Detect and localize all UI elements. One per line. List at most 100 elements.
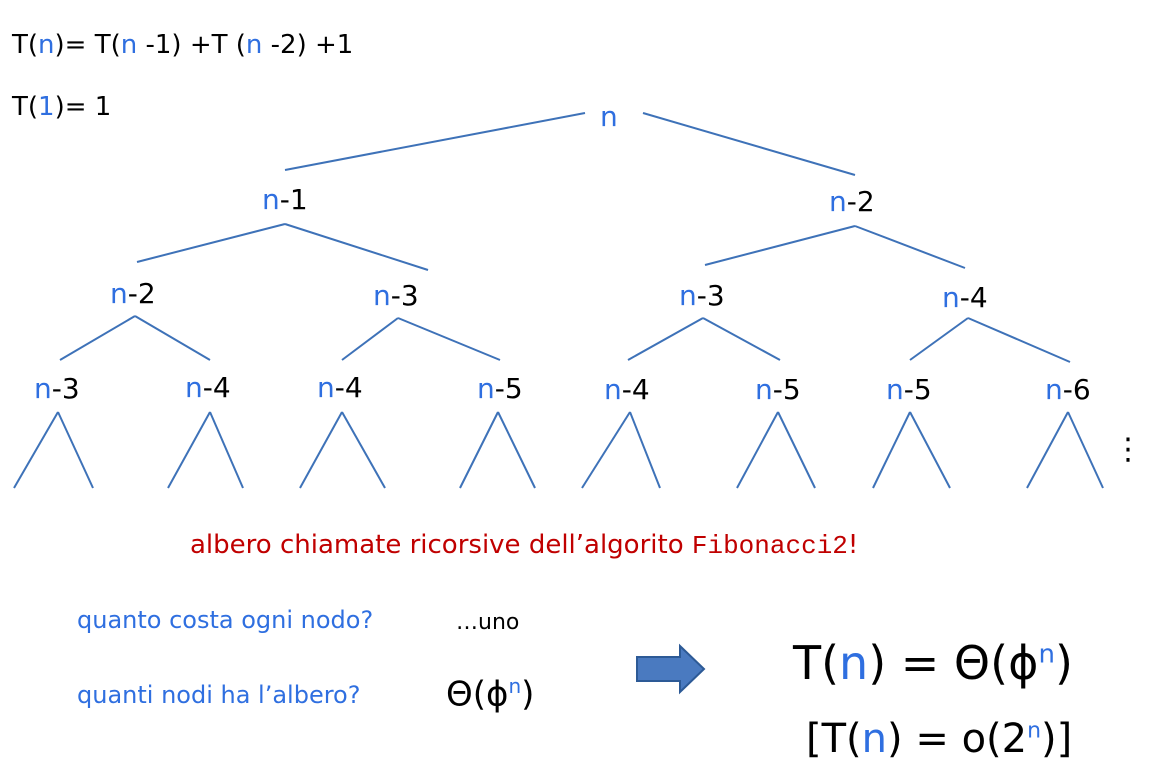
rec-text: )= T(: [54, 30, 121, 60]
recurrence-equation: T(n)= T(n -1) +T (n -2) +1: [12, 30, 353, 60]
node-offset: -2: [846, 185, 875, 218]
rec-var: n: [245, 30, 263, 60]
result-little-o: [T(n) = o(2n)]: [806, 716, 1072, 762]
tree-edge: [777, 411, 816, 489]
question-nodes: quanti nodi ha l’albero?: [77, 681, 361, 709]
tree-node-l1: n-1: [262, 183, 308, 216]
tree-edge: [209, 411, 244, 489]
tree-caption: albero chiamate ricorsive dell’algorito …: [190, 530, 858, 561]
tree-edge: [341, 411, 386, 489]
tree-node-r3c: n-5: [886, 373, 932, 406]
node-var: n: [317, 371, 335, 404]
tree-edge: [284, 112, 586, 171]
tree-edge: [134, 315, 211, 361]
node-offset: -5: [494, 372, 523, 405]
result-text: )]: [1041, 716, 1073, 762]
tree-edges: [13, 112, 1104, 489]
rec-text: -2) +1: [262, 30, 354, 60]
result-text: ): [1054, 636, 1073, 690]
tree-edge: [1067, 411, 1104, 489]
tree-edge: [1026, 411, 1069, 489]
node-var: n: [110, 277, 128, 310]
tree-node-r3a: n-4: [604, 373, 650, 406]
tree-edge: [704, 225, 856, 266]
tree-edge: [13, 411, 59, 489]
node-offset: -4: [202, 371, 231, 404]
node-var: n: [185, 371, 203, 404]
node-offset: -4: [334, 371, 363, 404]
tree-edge: [854, 225, 966, 269]
node-var: n: [755, 373, 773, 406]
node-var: n: [604, 373, 622, 406]
tree-node-l2a: n-2: [110, 277, 156, 310]
tree-node-r3b: n-5: [755, 373, 801, 406]
node-offset: -5: [772, 373, 801, 406]
node-var: n: [600, 100, 618, 133]
exponent: n: [1027, 718, 1042, 744]
tree-edge: [909, 411, 951, 489]
rec-text: -1) +T (: [137, 30, 246, 60]
node-var: n: [942, 281, 960, 314]
tree-edge: [284, 223, 429, 271]
node-offset: -3: [51, 372, 80, 405]
rec-var: n: [38, 30, 55, 60]
caption-end: !: [847, 530, 859, 560]
result-var: n: [861, 716, 888, 762]
tree-edge: [136, 223, 286, 263]
tree-edge: [872, 411, 911, 489]
tree-node-r2a: n-3: [679, 279, 725, 312]
tree-node-l3d: n-5: [477, 372, 523, 405]
more-ellipsis: ⋮: [1113, 432, 1143, 467]
node-offset: -2: [127, 277, 156, 310]
tree-edge: [629, 411, 661, 489]
node-offset: -5: [903, 373, 932, 406]
exponent: n: [508, 674, 522, 698]
tree-edge: [341, 317, 399, 361]
base-text: )= 1: [54, 92, 112, 122]
tree-edge: [642, 112, 856, 176]
result-text: ) = Θ(: [868, 636, 1009, 690]
rec-var: n: [120, 30, 138, 60]
result-var: n: [839, 636, 869, 690]
caption-text: albero chiamate ricorsive dell’algorito: [190, 530, 692, 560]
node-offset: -3: [390, 279, 419, 312]
tree-node-l3b: n-4: [185, 371, 231, 404]
tree-edge: [627, 317, 704, 361]
tree-node-root: n: [600, 100, 618, 133]
node-var: n: [886, 373, 904, 406]
node-var: n: [679, 279, 697, 312]
tree-edge: [702, 317, 781, 361]
base-case-equation: T(1)= 1: [12, 92, 111, 122]
tree-node-r3d: n-6: [1045, 373, 1091, 406]
tree-node-r1: n-2: [829, 185, 875, 218]
tree-edge: [397, 317, 501, 361]
tree-edge: [967, 317, 1071, 363]
result-theta: T(n) = Θ(ϕn): [793, 636, 1073, 690]
tree-node-r2b: n-4: [942, 281, 988, 314]
tree-edge: [59, 315, 136, 361]
phi-symbol: ϕ: [1008, 636, 1039, 690]
tree-edge: [299, 411, 343, 489]
tree-node-l2b: n-3: [373, 279, 419, 312]
result-text: ) = o(2: [887, 716, 1028, 762]
tree-edge: [909, 317, 969, 361]
node-var: n: [34, 372, 52, 405]
exponent: n: [1038, 639, 1055, 670]
node-offset: -6: [1062, 373, 1091, 406]
tree-node-l3c: n-4: [317, 371, 363, 404]
result-text: T(: [793, 636, 840, 690]
tree-edge: [581, 411, 631, 489]
node-var: n: [373, 279, 391, 312]
caption-code: Fibonacci2: [691, 531, 848, 561]
tree-edge: [57, 411, 94, 489]
node-offset: -4: [621, 373, 650, 406]
tree-edge: [459, 411, 499, 489]
node-var: n: [262, 183, 280, 216]
phi-symbol: ϕ: [486, 674, 509, 715]
question-cost: quanto costa ogni nodo?: [77, 606, 374, 634]
node-offset: -1: [279, 183, 308, 216]
tree-edge: [736, 411, 779, 489]
node-offset: -3: [696, 279, 725, 312]
node-var: n: [477, 372, 495, 405]
